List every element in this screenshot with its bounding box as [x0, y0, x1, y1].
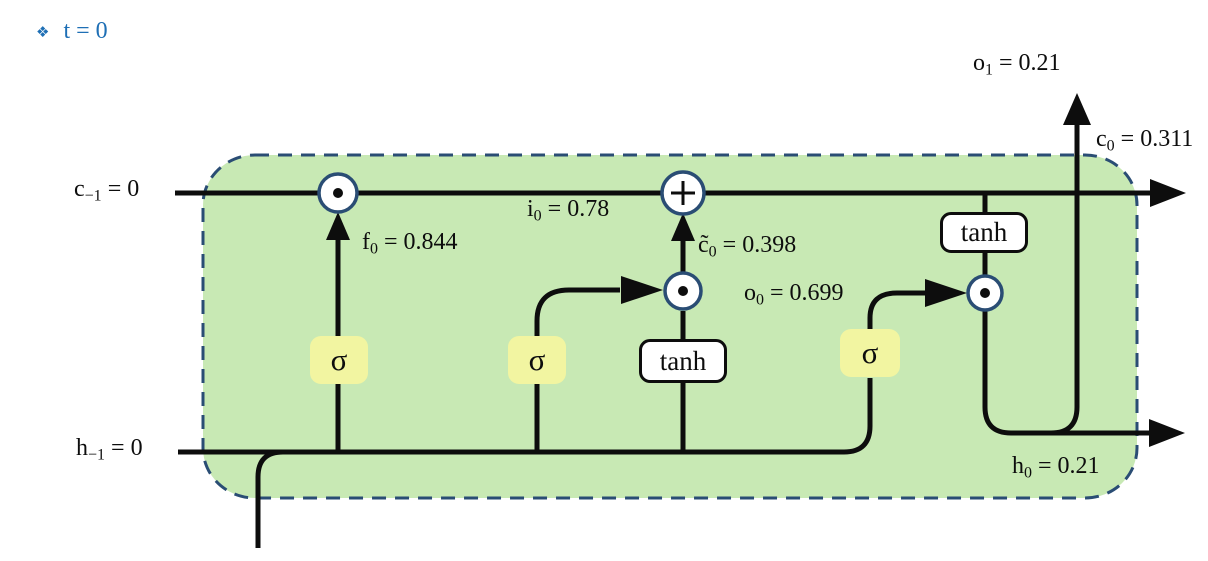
diamond-bullet-icon: ❖ [36, 22, 50, 41]
label-h0: h0 = 0.21 [1012, 453, 1100, 482]
input-multiply-icon [663, 271, 703, 311]
h0-arrow-icon [1149, 419, 1185, 447]
label-o1: o1 = 0.21 [973, 50, 1061, 79]
o1-arrow-icon [1063, 93, 1091, 125]
forget-arrow-icon [326, 212, 350, 240]
cell-state-arrow-icon [1150, 179, 1186, 207]
h-uturn-line [982, 124, 1080, 436]
label-c-tilde0: c̃0 = 0.398 [698, 232, 797, 261]
candidate-tanh-gate: tanh [639, 339, 727, 383]
label-c0: c0 = 0.311 [1096, 126, 1194, 155]
input-arrow-icon [621, 276, 663, 304]
forget-sigma-gate: σ [310, 336, 368, 384]
label-o0: o0 = 0.699 [744, 280, 844, 309]
label-i0: i0 = 0.78 [527, 196, 610, 225]
input-gate-curve [534, 287, 620, 337]
output-gate-curve [867, 290, 926, 332]
forget-multiply-icon [317, 172, 359, 214]
input-sigma-gate: σ [508, 336, 566, 384]
output-tanh-gate: tanh [940, 212, 1028, 253]
output-arrow-icon [925, 279, 967, 307]
label-h-prev: h−1 = 0 [76, 435, 143, 464]
add-node-icon [660, 170, 706, 216]
cell-boundary [201, 153, 1139, 500]
label-f0: f0 = 0.844 [362, 229, 458, 258]
output-sigma-gate: σ [840, 329, 900, 377]
hidden-state-line [178, 378, 873, 455]
output-multiply-icon [966, 274, 1004, 312]
label-c-prev: c−1 = 0 [74, 176, 140, 205]
timestep-label: t = 0 [63, 18, 108, 44]
add-arrow-icon [671, 213, 695, 241]
x-input-line [255, 449, 284, 548]
timestep-title: ❖ t = 0 [36, 18, 108, 45]
